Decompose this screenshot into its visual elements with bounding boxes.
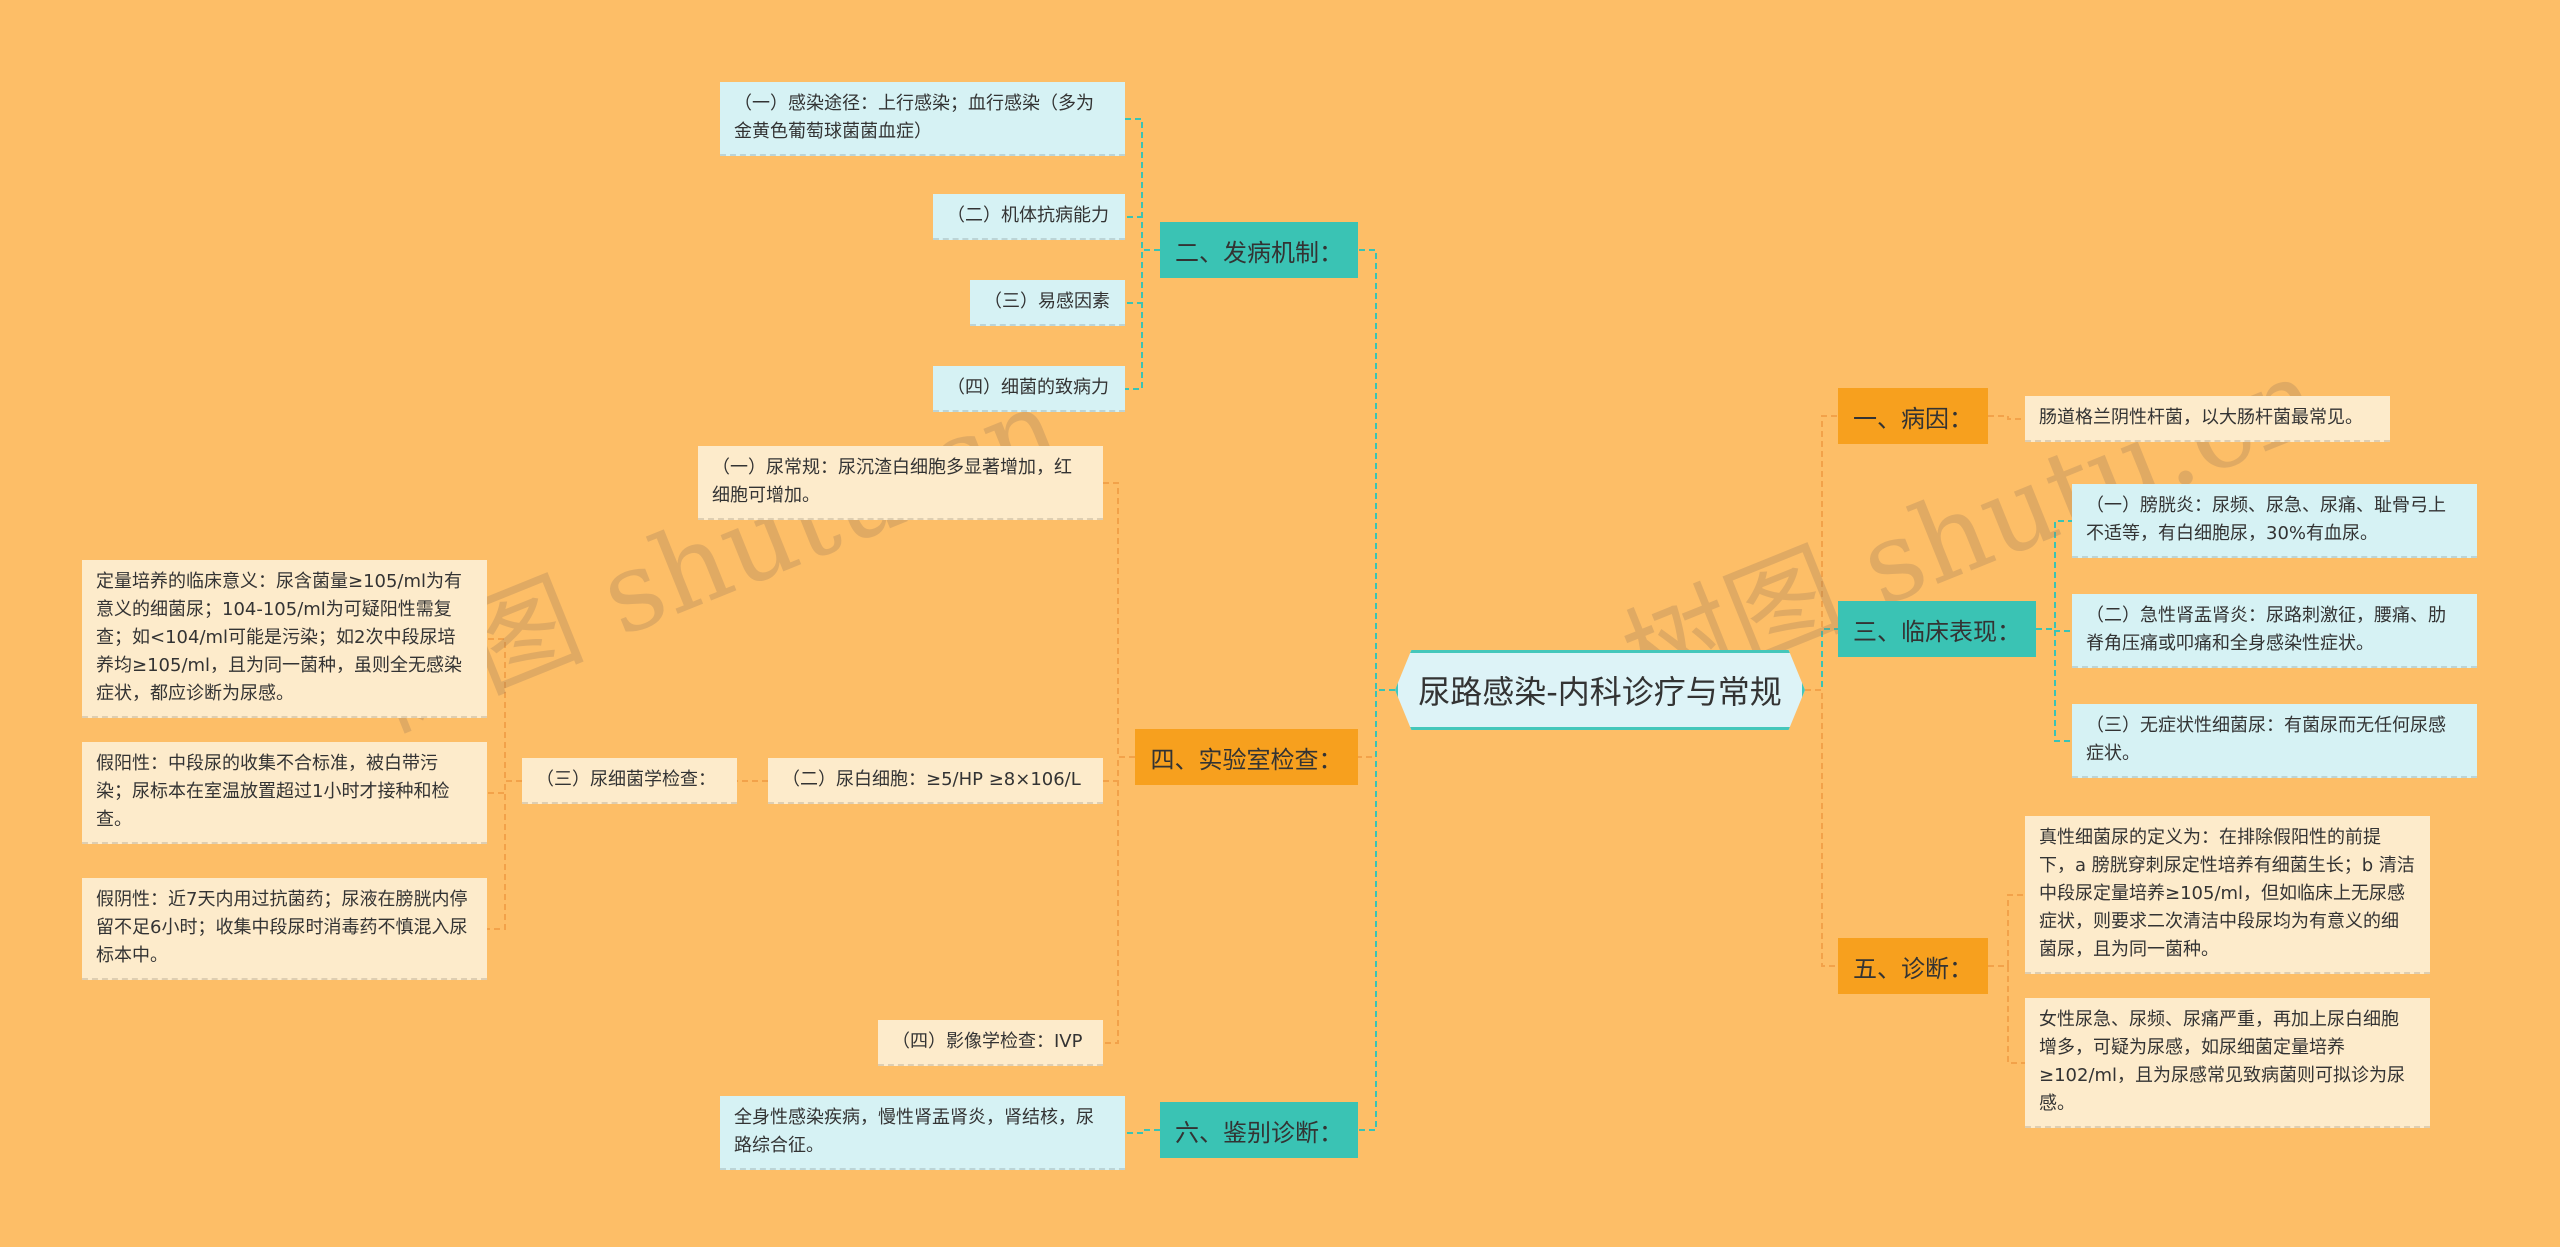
branch-diagnosis[interactable]: 五、诊断： [1838,938,1988,994]
leaf-cause[interactable]: 肠道格兰阴性杆菌，以大肠杆菌最常见。 [2025,396,2390,442]
connector-line [1988,415,2025,420]
branch-differential[interactable]: 六、鉴别诊断： [1160,1102,1358,1158]
connector-line [1103,756,1135,782]
connector-line [1125,1129,1160,1134]
leaf-quantitative-culture[interactable]: 定量培养的临床意义：尿含菌量≥105/ml为有意义的细菌尿；104-105/ml… [82,560,487,718]
connector-line [1988,894,2025,967]
connector-line [1103,756,1135,1044]
leaf-host-resistance[interactable]: （二）机体抗病能力 [933,194,1125,240]
branch-cause[interactable]: 一、病因： [1838,388,1988,444]
connector-line [1805,689,1838,967]
connector-line [1805,415,1838,691]
connector-line [1358,689,1395,1131]
leaf-false-negative[interactable]: 假阴性：近7天内用过抗菌药；尿液在膀胱内停留不足6小时；收集中段尿时消毒药不慎混… [82,878,487,980]
leaf-urine-bacteriology[interactable]: （三）尿细菌学检查： [522,758,737,804]
branch-pathogenesis[interactable]: 二、发病机制： [1160,222,1358,278]
connector-line [487,638,522,782]
leaf-true-bacteriuria[interactable]: 真性细菌尿的定义为：在排除假阳性的前提下，a 膀胱穿刺尿定性培养有细菌生长；b … [2025,816,2430,974]
connector-line [1358,249,1395,691]
connector-line [2036,628,2072,742]
leaf-bacterial-virulence[interactable]: （四）细菌的致病力 [933,366,1125,412]
leaf-false-positive[interactable]: 假阳性：中段尿的收集不合标准，被白带污染；尿标本在室温放置超过1小时才接种和检查… [82,742,487,844]
connector-line [487,780,522,930]
leaf-infection-route[interactable]: （一）感染途径：上行感染；血行感染（多为金黄色葡萄球菌菌血症） [720,82,1125,156]
connector-line [1125,249,1160,304]
branch-clinical[interactable]: 三、临床表现： [1838,601,2036,657]
branch-lab-tests[interactable]: 四、实验室检查： [1135,729,1358,785]
connector-line [1125,118,1160,251]
connector-line [2036,628,2072,632]
connector-line [487,780,522,794]
connector-line [1103,482,1135,758]
connector-line [2036,520,2072,630]
leaf-differential[interactable]: 全身性感染疾病，慢性肾盂肾炎，肾结核，尿路综合征。 [720,1096,1125,1170]
connector-line [1988,965,2025,1064]
leaf-female-diagnosis[interactable]: 女性尿急、尿频、尿痛严重，再加上尿白细胞增多，可疑为尿感，如尿细菌定量培养≥10… [2025,998,2430,1128]
connector-line [1358,689,1395,758]
leaf-pyelonephritis[interactable]: （二）急性肾盂肾炎：尿路刺激征，腰痛、肋脊角压痛或叩痛和全身感染性症状。 [2072,594,2477,668]
leaf-urine-routine[interactable]: （一）尿常规：尿沉渣白细胞多显著增加，红细胞可增加。 [698,446,1103,520]
root-topic[interactable]: 尿路感染-内科诊疗与常规 [1395,650,1805,730]
leaf-cystitis[interactable]: （一）膀胱炎：尿频、尿急、尿痛、耻骨弓上不适等，有白细胞尿，30%有血尿。 [2072,484,2477,558]
leaf-susceptibility[interactable]: （三）易感因素 [970,280,1125,326]
connector-line [1125,216,1160,251]
leaf-urine-wbc[interactable]: （二）尿白细胞：≥5/HP ≥8×106/L [768,758,1103,804]
leaf-imaging[interactable]: （四）影像学检查：IVP [878,1020,1103,1066]
leaf-asymptomatic[interactable]: （三）无症状性细菌尿：有菌尿而无任何尿感症状。 [2072,704,2477,778]
connector-line [1125,249,1160,390]
connector-line [1805,628,1838,691]
